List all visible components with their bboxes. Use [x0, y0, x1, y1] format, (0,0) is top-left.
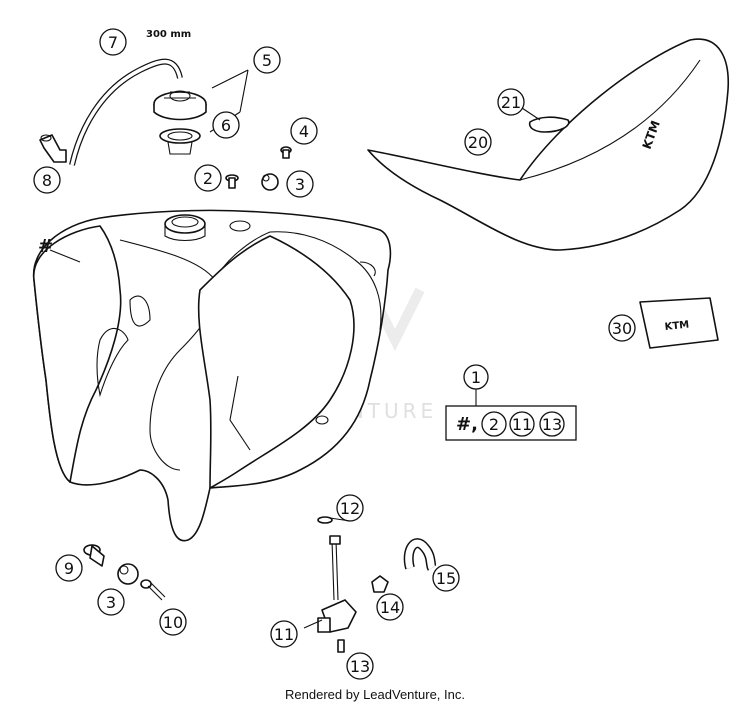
svg-text:13: 13 [350, 657, 370, 676]
fuel-tap [317, 516, 357, 653]
leader-5 [211, 69, 249, 89]
kit-callout-2: 2 [481, 411, 507, 437]
callout-3-upper: 3 [286, 170, 314, 198]
callout-30: 30 [608, 314, 636, 342]
kit-callout-13: 13 [539, 411, 565, 437]
leader-5-6 [239, 69, 249, 113]
leader-21 [521, 107, 541, 121]
decal: KTM [639, 297, 719, 349]
callout-20: 20 [464, 128, 492, 156]
svg-text:11: 11 [512, 415, 532, 434]
hose-clamp [371, 575, 389, 593]
svg-text:14: 14 [380, 598, 400, 617]
decal-logo: KTM [664, 319, 690, 333]
mount-bolt-9 [83, 544, 105, 567]
leader-11 [303, 619, 323, 629]
callout-9: 9 [55, 554, 83, 582]
tank-leader [49, 249, 81, 263]
callout-5: 5 [253, 46, 281, 74]
vent-hose [69, 58, 183, 166]
callout-6: 6 [212, 111, 240, 139]
svg-text:6: 6 [221, 116, 231, 135]
callout-11: 11 [270, 620, 298, 648]
tank-marker: # [38, 236, 53, 257]
svg-text:3: 3 [295, 175, 305, 194]
callout-14: 14 [376, 593, 404, 621]
footer-credit: Rendered by LeadVenture, Inc. [285, 687, 465, 702]
svg-text:8: 8 [42, 171, 52, 190]
fuel-cap [153, 90, 207, 121]
svg-text:11: 11 [274, 625, 294, 644]
hose-length-label: 300 mm [146, 29, 191, 40]
kit-marker: #, [456, 414, 478, 435]
callout-12: 12 [336, 494, 364, 522]
svg-text:2: 2 [203, 169, 213, 188]
svg-text:21: 21 [501, 93, 521, 112]
svg-text:10: 10 [163, 613, 183, 632]
svg-text:2: 2 [489, 415, 499, 434]
screw-4 [280, 146, 292, 159]
svg-text:12: 12 [340, 499, 360, 518]
bushing-3-lower [117, 563, 139, 585]
callout-7: 7 [99, 28, 127, 56]
fuel-hose [403, 538, 437, 571]
svg-text:20: 20 [468, 133, 488, 152]
svg-text:7: 7 [108, 33, 118, 52]
svg-text:15: 15 [436, 569, 456, 588]
kit-callout-11: 11 [509, 411, 535, 437]
leader-12 [329, 517, 351, 522]
elbow-fitting [39, 134, 67, 163]
callout-4: 4 [290, 117, 318, 145]
svg-text:3: 3 [106, 593, 116, 612]
svg-text:9: 9 [64, 559, 74, 578]
callout-10: 10 [159, 608, 187, 636]
svg-text:13: 13 [542, 415, 562, 434]
svg-text:4: 4 [299, 122, 309, 141]
callout-1: 1 [463, 364, 489, 390]
svg-text:1: 1 [471, 368, 481, 387]
bushing-3 [261, 173, 279, 191]
callout-15: 15 [432, 564, 460, 592]
fuel-tank [32, 209, 392, 542]
svg-text:30: 30 [612, 319, 632, 338]
callout-3-lower: 3 [97, 588, 125, 616]
svg-text:5: 5 [262, 51, 272, 70]
callout-2: 2 [194, 164, 222, 192]
callout-13: 13 [346, 652, 374, 680]
seat: KTM [367, 38, 730, 251]
cap-gasket [159, 128, 201, 155]
callout-8: 8 [33, 166, 61, 194]
screw-2 [225, 174, 239, 189]
bolt-10 [140, 579, 166, 601]
callout-21: 21 [497, 88, 525, 116]
